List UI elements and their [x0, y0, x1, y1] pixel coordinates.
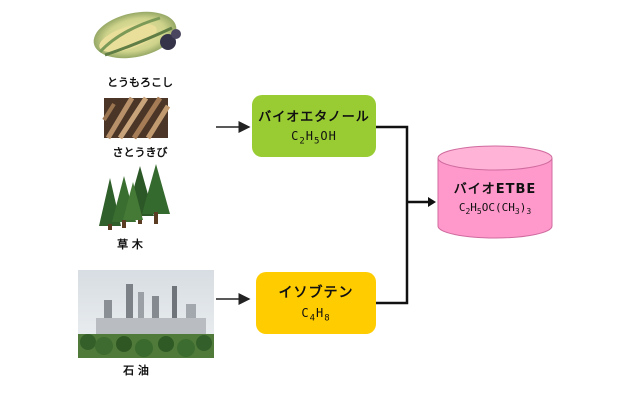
connector-bracket — [376, 125, 409, 305]
arrowhead-to-product — [428, 197, 436, 207]
product-formula: C2H5OC(CH3)3 — [458, 201, 532, 217]
isobutene-name: イソブテン — [278, 285, 354, 302]
product-name: バイオETBE — [453, 182, 537, 197]
sugarcane-label: さとうきび — [112, 146, 168, 159]
trees-label: 草 木 — [117, 238, 143, 251]
product-cylinder — [437, 145, 553, 239]
bioethanol-formula: C2H5OH — [291, 128, 337, 147]
oil-refinery-image — [78, 270, 214, 358]
corn-label: とうもろこし — [107, 76, 173, 89]
isobutene-box: イソブテン C4H8 — [256, 272, 376, 334]
corn-image — [93, 11, 181, 59]
oil-label: 石 油 — [123, 364, 149, 377]
bioethanol-name: バイオエタノール — [258, 109, 370, 125]
trees-image — [99, 164, 170, 230]
isobutene-formula: C4H8 — [301, 306, 331, 324]
product-label: バイオETBE C2H5OC(CH3)3 — [438, 178, 552, 216]
sugarcane-image — [102, 96, 171, 140]
bioethanol-box: バイオエタノール C2H5OH — [252, 95, 376, 157]
